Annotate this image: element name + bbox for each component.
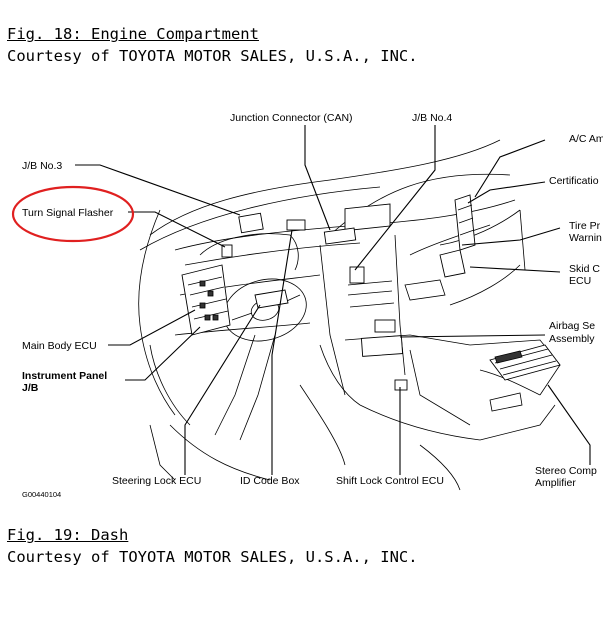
turn-signal-flasher-part [221, 244, 233, 258]
certification-ecu-part [454, 194, 476, 251]
jb-no3-part [238, 212, 264, 234]
fig19-credit: Courtesy of TOYOTA MOTOR SALES, U.S.A., … [7, 548, 418, 566]
diagram-labels: Junction Connector (CAN) J/B No.4 J/B No… [22, 112, 603, 499]
dashboard-outline [138, 139, 561, 491]
highlight-circle [11, 185, 135, 243]
junction-connector-part [323, 227, 357, 245]
label-id-code-box: ID Code Box [240, 475, 300, 487]
jb-no4-part [349, 266, 365, 284]
label-shift-lock-ecu: Shift Lock Control ECU [336, 475, 444, 487]
fig18-title: Fig. 18: Engine Compartment [7, 25, 259, 43]
shift-lock-small-part [394, 379, 408, 391]
stereo-amplifier-part [489, 344, 561, 381]
label-tire-pressure-1: Tire Pr [569, 220, 601, 232]
image-code: G00440104 [22, 490, 61, 499]
label-airbag-1: Airbag Se [549, 320, 595, 332]
label-stereo-1: Stereo Comp [535, 465, 597, 477]
label-turn-signal-flasher: Turn Signal Flasher [22, 207, 114, 219]
label-ac-amp: A/C Am [569, 133, 603, 145]
label-airbag-2: Assembly [549, 333, 595, 345]
label-tire-pressure-2: Warnin [569, 232, 602, 244]
label-certification: Certificatio [549, 175, 599, 187]
label-instrument-panel-2: J/B [22, 382, 39, 394]
leader-lines [75, 125, 591, 475]
label-jb-no3: J/B No.3 [22, 160, 62, 172]
label-skid-control-2: ECU [569, 275, 591, 287]
airbag-sensor-part [374, 319, 396, 333]
label-instrument-panel-1: Instrument Panel [22, 370, 107, 382]
label-main-body-ecu: Main Body ECU [22, 340, 97, 352]
skid-control-ecu-part [439, 249, 466, 278]
label-stereo-2: Amplifier [535, 477, 576, 489]
label-steering-lock-ecu: Steering Lock ECU [112, 475, 201, 487]
components [181, 194, 561, 391]
main-body-ecu-part [181, 264, 231, 336]
label-jb-no4: J/B No.4 [412, 112, 452, 124]
label-junction-connector: Junction Connector (CAN) [230, 112, 353, 124]
shift-lock-ecu-part [360, 335, 404, 357]
label-skid-control-1: Skid C [569, 263, 600, 275]
small-connector-part [286, 219, 306, 231]
fig19-title: Fig. 19: Dash [7, 526, 129, 544]
dash-component-diagram: Junction Connector (CAN) J/B No.4 J/B No… [11, 112, 603, 499]
fig18-credit: Courtesy of TOYOTA MOTOR SALES, U.S.A., … [7, 47, 418, 65]
